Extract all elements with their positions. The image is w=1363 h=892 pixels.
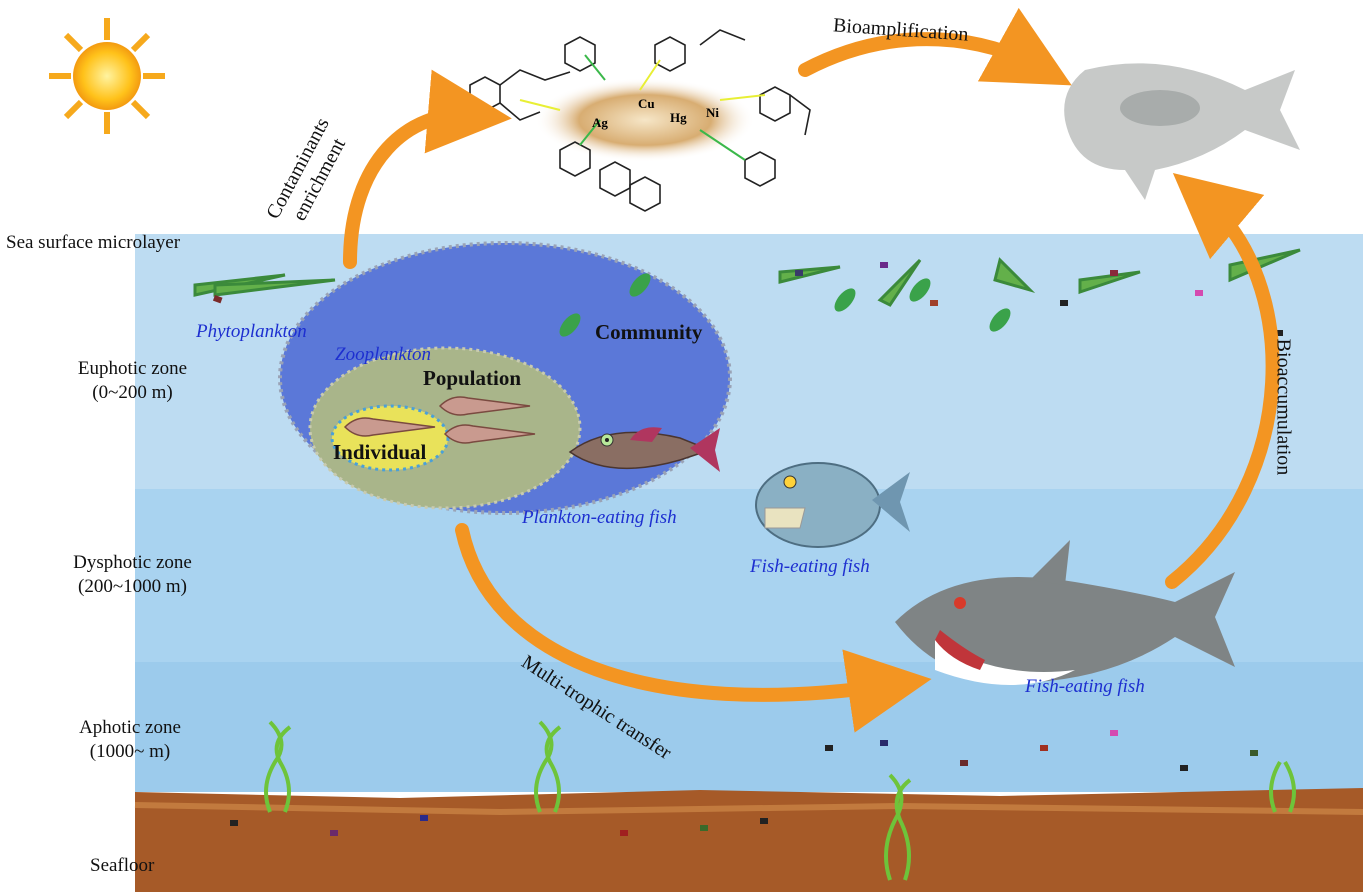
aphotic-water — [135, 662, 1363, 792]
bioaccumulation-label: Bioaccumulation — [1272, 338, 1295, 476]
community-label: Community — [595, 320, 703, 344]
population-label: Population — [423, 366, 522, 390]
phytoplankton-icon — [193, 248, 1301, 307]
metal-ag: Ag — [592, 115, 608, 130]
dysphotic-zone-label: Dysphotic zone (200~1000 m) — [73, 552, 192, 597]
arrow-bioaccumulation — [1165, 172, 1280, 589]
arrow-contaminants-enrichment — [343, 69, 512, 269]
arrow-multi-trophic — [455, 523, 932, 733]
plankton-eating-fish-label: Plankton-eating fish — [522, 507, 677, 528]
individual-label: Individual — [333, 440, 427, 464]
seaweed-icon — [264, 720, 1296, 881]
contaminant-cluster: Cu Ag Hg Ni — [469, 29, 811, 212]
zooplankton-icon — [559, 273, 1011, 337]
process-arrows — [343, 7, 1280, 733]
metal-cu: Cu — [638, 96, 655, 111]
larva-icon — [343, 396, 536, 444]
zooplankton-label: Zooplankton — [335, 344, 432, 365]
phytoplankton-label: Phytoplankton — [196, 321, 307, 342]
shark-icon — [895, 540, 1235, 685]
metal-ni: Ni — [706, 105, 719, 120]
arrow-bioamplification — [798, 7, 1072, 86]
microplastic-particles — [212, 262, 1283, 836]
metal-hg: Hg — [670, 110, 687, 125]
fish-eating-fish-label-2: Fish-eating fish — [1025, 676, 1145, 697]
aphotic-zone-label: Aphotic zone (1000~ m) — [79, 717, 181, 762]
piranha-fish-icon — [755, 462, 910, 548]
seafloor-label: Seafloor — [90, 855, 155, 876]
fish-eating-fish-label-1: Fish-eating fish — [750, 556, 870, 577]
seafloor-ground — [135, 788, 1363, 892]
seafloor-ridge — [134, 802, 1363, 816]
sun-icon — [49, 18, 165, 134]
plankton-eating-fish-icon — [568, 427, 720, 472]
euphotic-zone-label: Euphotic zone (0~200 m) — [77, 358, 188, 403]
sea-surface-label: Sea surface microlayer — [6, 232, 181, 253]
ghost-shark-icon — [1064, 63, 1300, 201]
